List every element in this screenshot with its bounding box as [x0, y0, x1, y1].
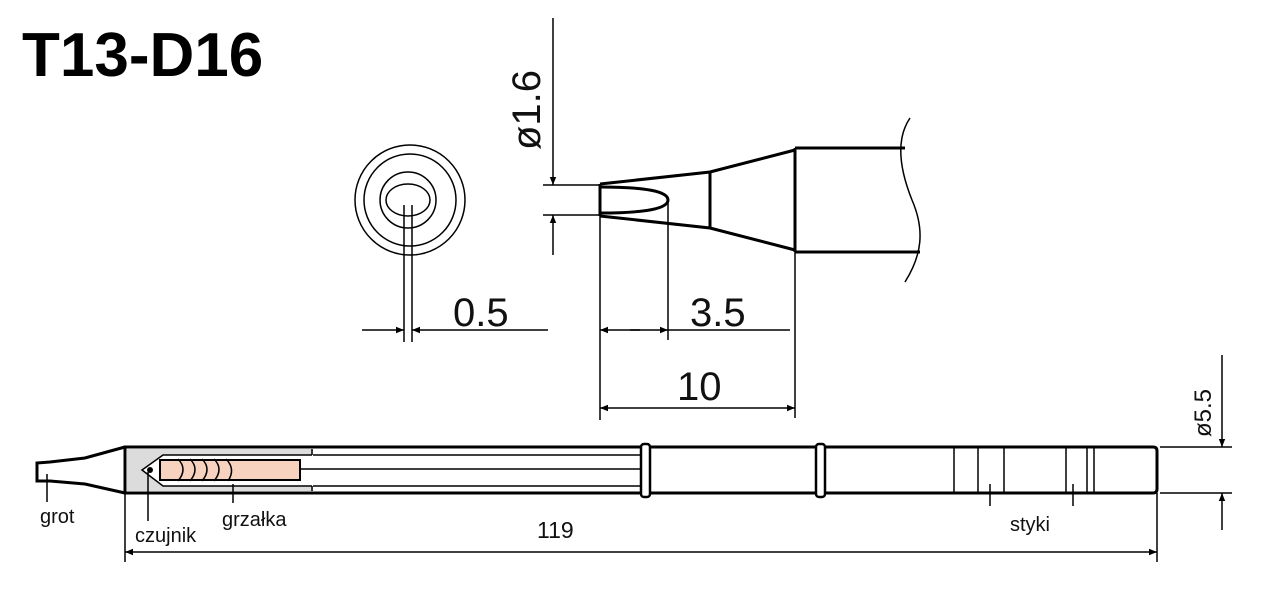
full-tip-view: grot czujnik grzałka styki 119 ø5.5 — [35, 355, 1232, 562]
model-title: T13-D16 — [22, 21, 263, 90]
label-sensor: czujnik — [135, 525, 197, 547]
tip-point — [35, 445, 126, 495]
label-contacts: styki — [1010, 514, 1050, 536]
dim-tip-diameter: ø1.6 — [505, 70, 549, 150]
side-view: ø1.6 3.5 10 — [505, 18, 921, 420]
dim-thickness: 0.5 — [453, 291, 509, 335]
heater — [159, 459, 301, 481]
end-view: 0.5 — [354, 144, 548, 342]
dim-tip-length: 10 — [677, 365, 722, 409]
dim-shaft-diameter: ø5.5 — [1190, 389, 1217, 437]
dim-total-length: 119 — [537, 517, 574, 543]
label-tip: grot — [40, 506, 75, 528]
dim-bevel-length: 3.5 — [690, 291, 746, 335]
label-heater: grzałka — [222, 509, 287, 531]
